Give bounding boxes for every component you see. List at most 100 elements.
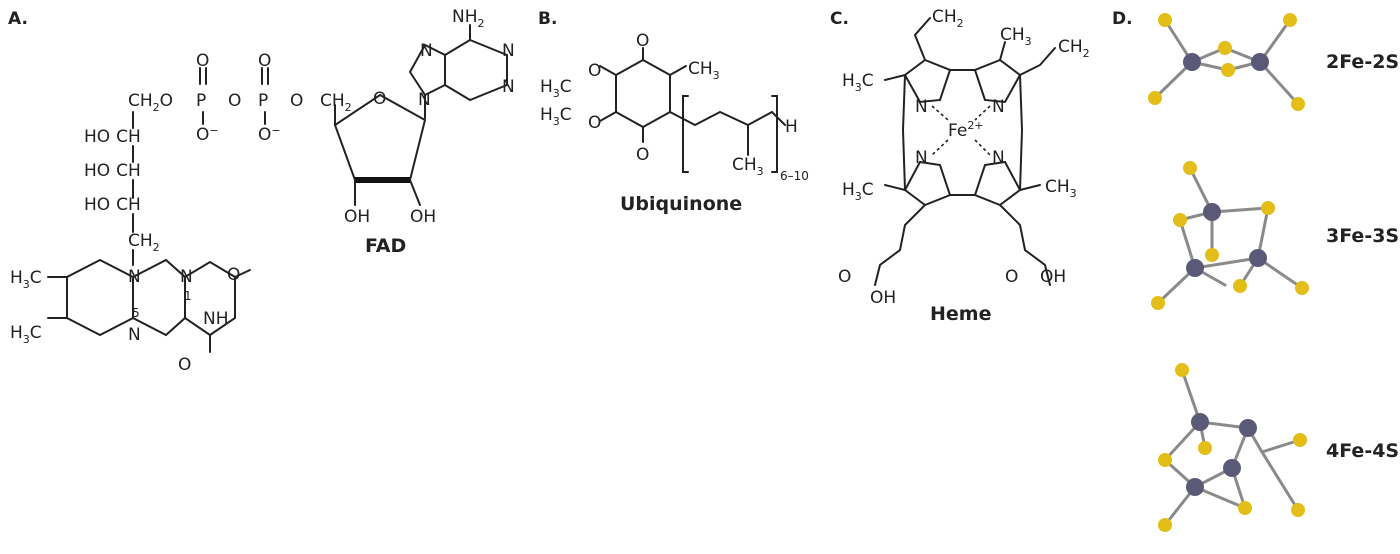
label-p2-ominus: O− <box>258 124 281 145</box>
label-heme-n-b: N <box>992 97 1005 117</box>
label-heme-h3c-top: H3C <box>842 71 874 94</box>
sulfur-atom <box>1238 501 1252 515</box>
label-methoxy-o-2: O <box>588 113 601 133</box>
label-ribose-oh-2: OH <box>344 207 370 227</box>
panel-a: A. NH2 N N N <box>8 7 515 375</box>
label-chain-ch3: CH3 <box>732 155 764 178</box>
label-quinone-o-top: O <box>636 31 649 51</box>
meso-bridge-right-1 <box>1019 74 1023 131</box>
label-iron: Fe2+ <box>948 119 984 141</box>
panel-c: C. N N N N Fe2+ CH2 CH3 CH2 H3C H3C CH3 <box>830 7 1090 325</box>
label-heme-n-a: N <box>915 97 928 117</box>
bond-c2-o <box>234 269 251 278</box>
label-vinyl-ch2-1: CH2 <box>932 7 964 30</box>
label-ribose-o: O <box>373 89 386 109</box>
propionate-2 <box>999 204 1051 286</box>
bond-methyl-ring <box>669 65 687 76</box>
sulfur-atom <box>1283 13 1297 27</box>
cluster-3fe-3s: 3Fe-3S <box>1151 161 1399 310</box>
label-p1-o: O <box>196 51 209 71</box>
label-heme-ch3-top: CH3 <box>1000 25 1032 48</box>
rod <box>1210 206 1270 214</box>
label-p1-ominus: O− <box>196 124 219 145</box>
label-flavin-n1: N <box>180 267 193 287</box>
iron-atom <box>1203 203 1221 221</box>
label-carboxyl-oh-1: OH <box>870 288 896 308</box>
label-ch2-flavin: CH2 <box>128 231 160 254</box>
label-flavin-c4-o: O <box>178 355 191 375</box>
pyrrole-ring-c <box>973 160 1022 207</box>
sulfur-atom <box>1183 161 1197 175</box>
adenine-6-ring <box>444 38 508 102</box>
label-position-1: 1 <box>184 289 192 303</box>
label-flavin-c2-o: O <box>227 265 240 285</box>
label-p1: P <box>196 91 206 111</box>
isoprenoid-chain <box>669 110 786 127</box>
bond-methyl-b <box>999 41 1006 61</box>
rod <box>1180 368 1202 424</box>
iron-atom <box>1186 478 1204 496</box>
panel-d-letter: D. <box>1112 9 1133 29</box>
label-methoxy-ch3-1: H3C <box>540 77 572 100</box>
label-carboxyl-o-2: O <box>1005 267 1018 287</box>
label-adenine-n7: N <box>420 41 433 61</box>
label-p2: P <box>258 91 268 111</box>
adenine-5-ring <box>408 43 446 97</box>
label-repeat-count: 6–10 <box>780 169 809 183</box>
pyrrole-ring-a <box>903 58 952 104</box>
label-terminal-h: H <box>785 117 798 137</box>
flavin-benzene-ring <box>66 258 134 337</box>
label-p2-o: O <box>258 51 271 71</box>
meso-bridge-right-2 <box>1019 129 1023 191</box>
label-carboxyl-o-1: O <box>838 267 851 287</box>
iron-atom <box>1251 53 1269 71</box>
label-ribose-oh-3: OH <box>410 207 436 227</box>
sulfur-atom <box>1205 248 1219 262</box>
rod <box>1258 60 1300 106</box>
sulfur-atom <box>1291 97 1305 111</box>
iron-atom <box>1223 459 1241 477</box>
label-ch2o: CH2O <box>128 91 173 114</box>
coord-bond-3 <box>931 139 949 156</box>
coord-bond-2 <box>974 105 991 121</box>
label-quinone-o-bottom: O <box>636 145 649 165</box>
pyrrole-ring-b <box>973 58 1022 104</box>
bond-methoxy-2 <box>599 111 617 122</box>
label-methyl-7: H3C <box>10 268 42 291</box>
label-heme-h3c-bottom: H3C <box>842 180 874 203</box>
sulfur-atom <box>1261 201 1275 215</box>
rod <box>1260 450 1300 512</box>
sulfur-atom <box>1158 13 1172 27</box>
sulfur-atom <box>1233 279 1247 293</box>
cluster-2fe-2s: 2Fe-2S <box>1148 13 1399 111</box>
panel-b-letter: B. <box>538 9 557 29</box>
sulfur-atom <box>1218 41 1232 55</box>
caption-heme: Heme <box>930 303 991 325</box>
sulfur-atom <box>1158 453 1172 467</box>
bond-methyl-a <box>884 74 906 81</box>
label-adenine-n3: N <box>502 77 515 97</box>
cluster-3fe-3s-label: 3Fe-3S <box>1326 225 1399 247</box>
propionate-1 <box>874 204 926 286</box>
meso-bridge-left-2 <box>902 129 906 191</box>
bond-methyl-d <box>884 184 906 191</box>
sulfur-atom <box>1295 281 1309 295</box>
sulfur-atom <box>1221 63 1235 77</box>
label-position-5: 5 <box>132 306 140 320</box>
iron-atom <box>1249 249 1267 267</box>
label-heme-ch3-right: CH3 <box>1045 177 1077 200</box>
iron-atom <box>1239 419 1257 437</box>
caption-fad: FAD <box>365 235 406 257</box>
sulfur-atom <box>1198 441 1212 455</box>
label-ester-o: O <box>290 91 303 111</box>
meso-bridge-left-1 <box>902 74 906 131</box>
label-ring-ch3: CH3 <box>688 59 720 82</box>
label-methoxy-o-1: O <box>588 61 601 81</box>
quinone-ring <box>615 58 671 129</box>
rod <box>1193 485 1247 510</box>
sulfur-atom <box>1148 91 1162 105</box>
cluster-4fe-4s-label: 4Fe-4S <box>1326 440 1399 462</box>
coord-bond-4 <box>974 139 991 156</box>
